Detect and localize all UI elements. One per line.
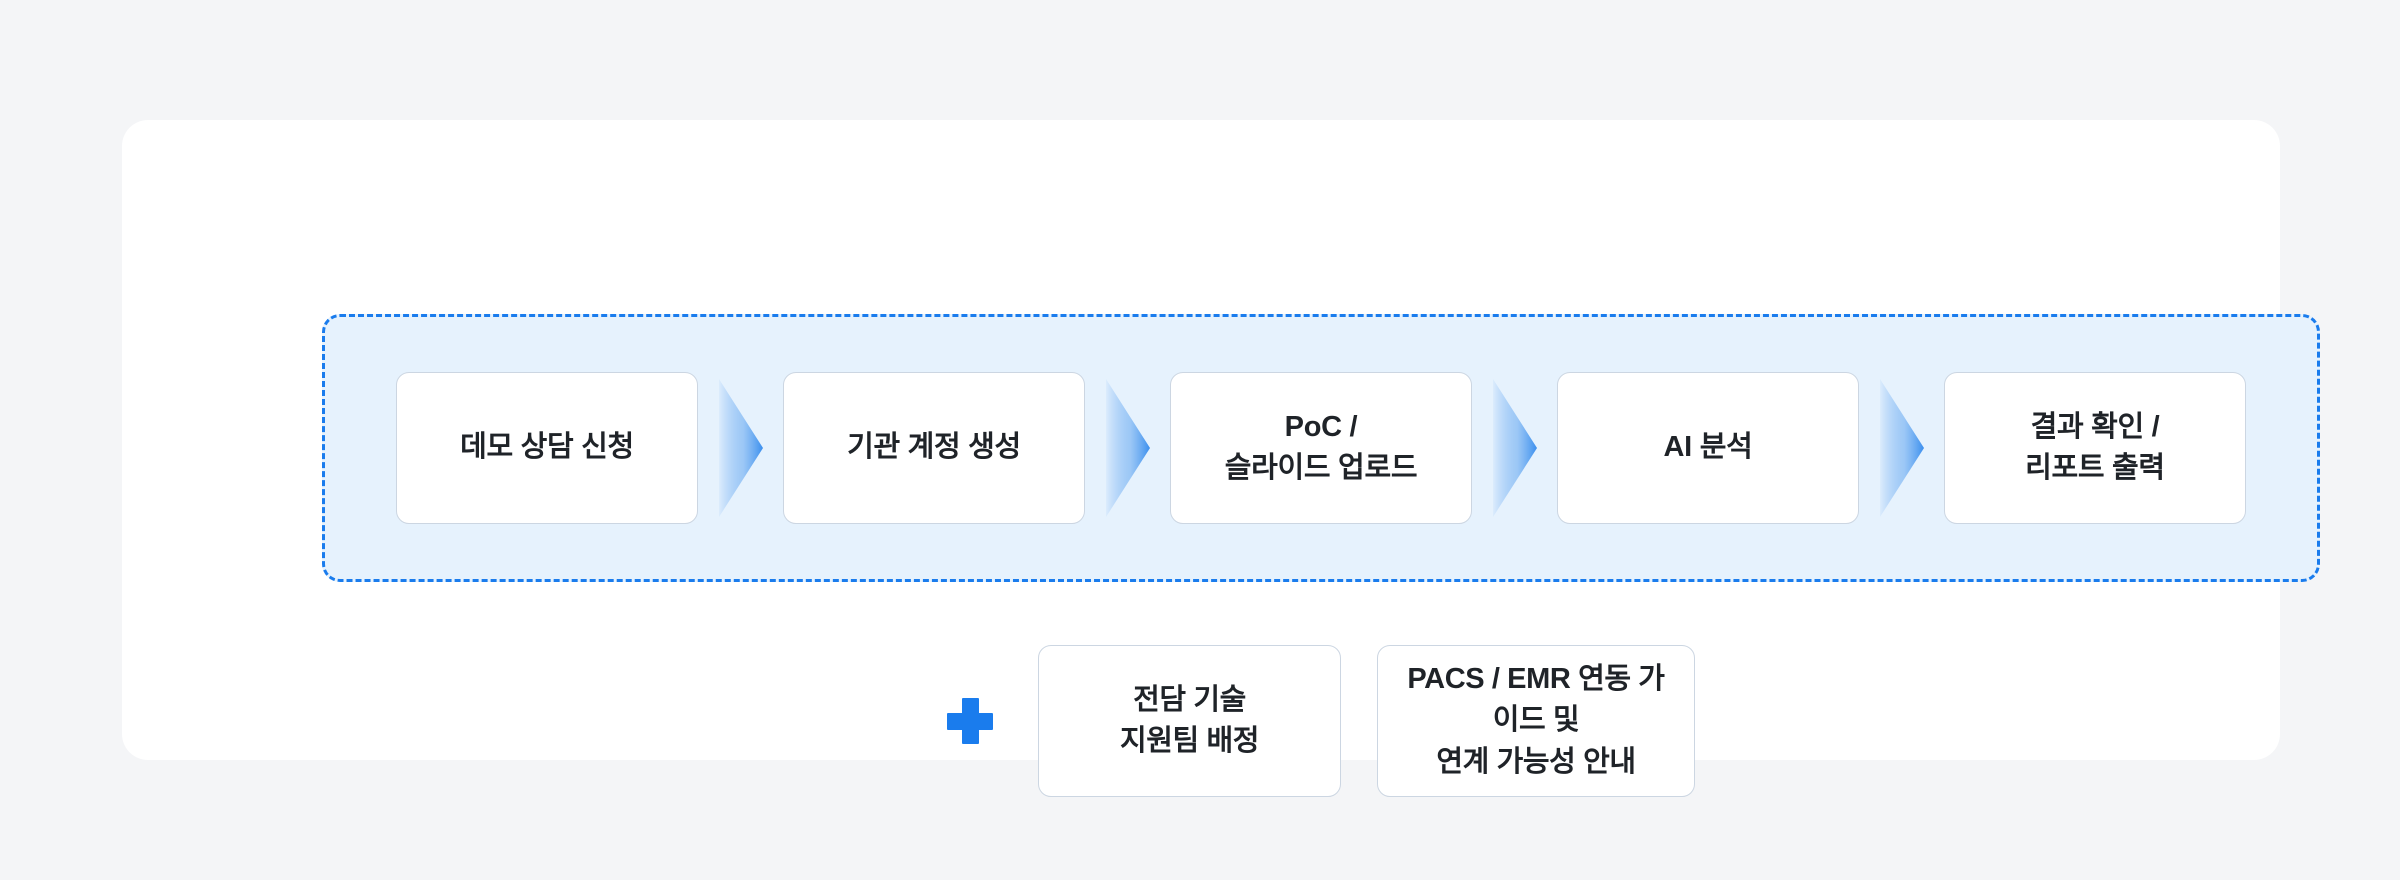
flow-track: 데모 상담 신청 기 [325, 317, 2317, 579]
chevron-right-icon [1085, 379, 1170, 517]
flow-step-3[interactable]: PoC / 슬라이드 업로드 [1170, 372, 1472, 524]
flow-step-4[interactable]: AI 분석 [1557, 372, 1859, 524]
flow-step-2[interactable]: 기관 계정 생성 [783, 372, 1085, 524]
extra-card-support-team-label: 전담 기술 지원팀 배정 [1119, 683, 1260, 757]
extra-card-pacs-emr-guide-label: PACS / EMR 연동 가이드 및 연계 가능성 안내 [1407, 663, 1665, 778]
extras-row: 전담 기술 지원팀 배정 PACS / EMR 연동 가이드 및 연계 가능성 … [322, 640, 2320, 802]
flow-step-1[interactable]: 데모 상담 신청 [396, 372, 698, 524]
flow-step-2-label: 기관 계정 생성 [847, 431, 1021, 464]
flow-step-5[interactable]: 결과 확인 / 리포트 출력 [1944, 372, 2246, 524]
extra-card-pacs-emr-guide[interactable]: PACS / EMR 연동 가이드 및 연계 가능성 안내 [1377, 645, 1695, 797]
flow-step-1-label: 데모 상담 신청 [460, 431, 634, 464]
chevron-right-icon [698, 379, 783, 517]
chevron-right-icon [1859, 379, 1944, 517]
flow-step-4-label: AI 분석 [1663, 431, 1753, 464]
flow-step-3-label: PoC / 슬라이드 업로드 [1224, 410, 1418, 484]
extra-card-support-team[interactable]: 전담 기술 지원팀 배정 [1038, 645, 1341, 797]
plus-icon [947, 698, 993, 744]
flow-step-5-label: 결과 확인 / 리포트 출력 [2025, 410, 2165, 484]
diagram-card: 데모 상담 신청 기 [122, 120, 2320, 797]
flow-region: 데모 상담 신청 기 [322, 314, 2320, 582]
chevron-right-icon [1472, 379, 1557, 517]
